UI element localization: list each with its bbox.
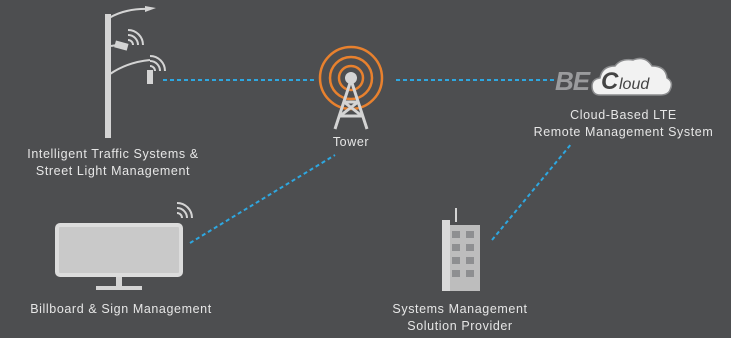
provider-label-line-1: Systems Management (392, 302, 528, 316)
logo-prefix: BE (555, 66, 591, 96)
cloud-label-line-1: Cloud-Based LTE (570, 108, 677, 122)
traffic-label-line-2: Street Light Management (35, 164, 191, 178)
provider-label: Systems Management Solution Provider (370, 301, 550, 335)
cloud-logo-icon: BE C loud (555, 57, 673, 96)
building-icon (442, 208, 480, 291)
traffic-label-line-1: Intelligent Traffic Systems & (27, 147, 199, 161)
billboard-icon (55, 202, 193, 290)
traffic-label: Intelligent Traffic Systems & Street Lig… (0, 146, 226, 180)
link-billboard-tower (189, 154, 336, 244)
logo-cloud-c: C (601, 68, 619, 95)
street-light-icon (105, 6, 166, 138)
logo-cloud-text: loud (619, 76, 650, 93)
tower-label: Tower (332, 135, 370, 149)
cloud-label-line-2: Remote Management System (533, 125, 714, 139)
provider-label-line-2: Solution Provider (407, 319, 513, 333)
connection-links (163, 79, 573, 244)
billboard-label: Billboard & Sign Management (30, 302, 212, 316)
link-provider-cloud (491, 142, 573, 241)
cell-tower-icon (318, 45, 384, 130)
cloud-label: Cloud-Based LTE Remote Management System (516, 107, 731, 141)
